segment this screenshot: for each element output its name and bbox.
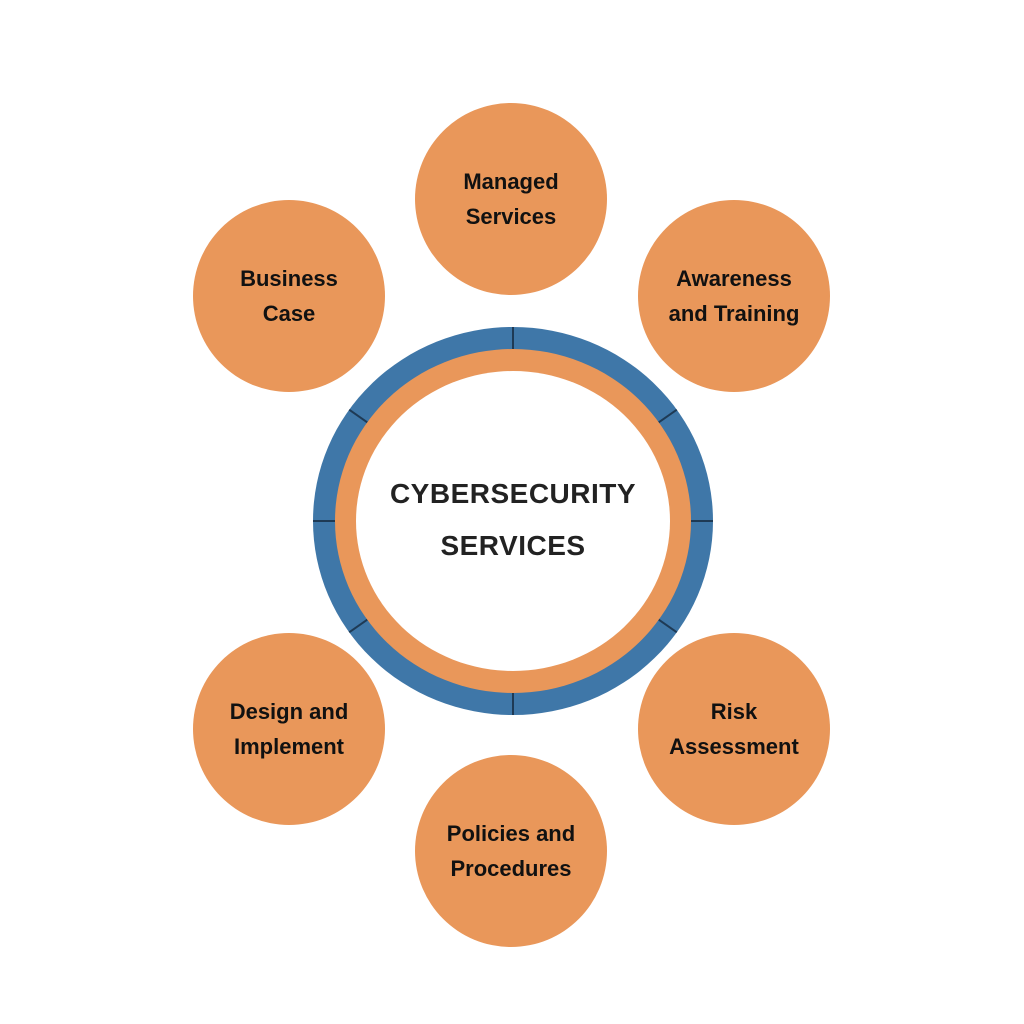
hub-center xyxy=(356,371,670,671)
node-design-and-implement[interactable]: Design and Implement xyxy=(193,633,385,825)
node-label-line-1: Design and xyxy=(229,699,349,724)
node-label-line-2: Procedures xyxy=(450,856,572,881)
hub-title-line-2: SERVICES xyxy=(440,530,586,561)
node-label-line-2: Implement xyxy=(233,734,345,759)
node-policies-and-procedures[interactable]: Policies and Procedures xyxy=(415,755,607,947)
node-label-line-1: Awareness xyxy=(676,266,792,291)
ring-segment-divider xyxy=(658,408,678,424)
node-risk-assessment[interactable]: Risk Assessment xyxy=(638,633,830,825)
hub-ring-graphic xyxy=(313,327,713,715)
node-managed-services[interactable]: Managed Services xyxy=(415,103,607,295)
node-awareness-and-training[interactable]: Awareness and Training xyxy=(638,200,830,392)
node-label-line-2: and Training xyxy=(668,301,800,326)
node-label-line-1: Managed xyxy=(463,169,559,194)
node-label-line-2: Case xyxy=(262,301,316,326)
ring-segment-divider xyxy=(348,618,368,634)
node-business-case[interactable]: Business Case xyxy=(193,200,385,392)
node-label-line-1: Policies and xyxy=(446,821,576,846)
hub-ring-segments xyxy=(313,327,713,715)
node-label-line-2: Services xyxy=(465,204,557,229)
node-label-line-1: Business xyxy=(240,266,338,291)
node-label-line-2: Assessment xyxy=(669,734,799,759)
hub-ring xyxy=(311,325,715,717)
ring-segment-divider xyxy=(348,408,368,424)
hub-title: CYBERSECURITY SERVICES xyxy=(353,470,673,570)
hub-title-line-1: CYBERSECURITY xyxy=(389,478,637,509)
node-label-line-1: Risk xyxy=(710,699,758,724)
ring-segment-divider xyxy=(658,618,678,634)
